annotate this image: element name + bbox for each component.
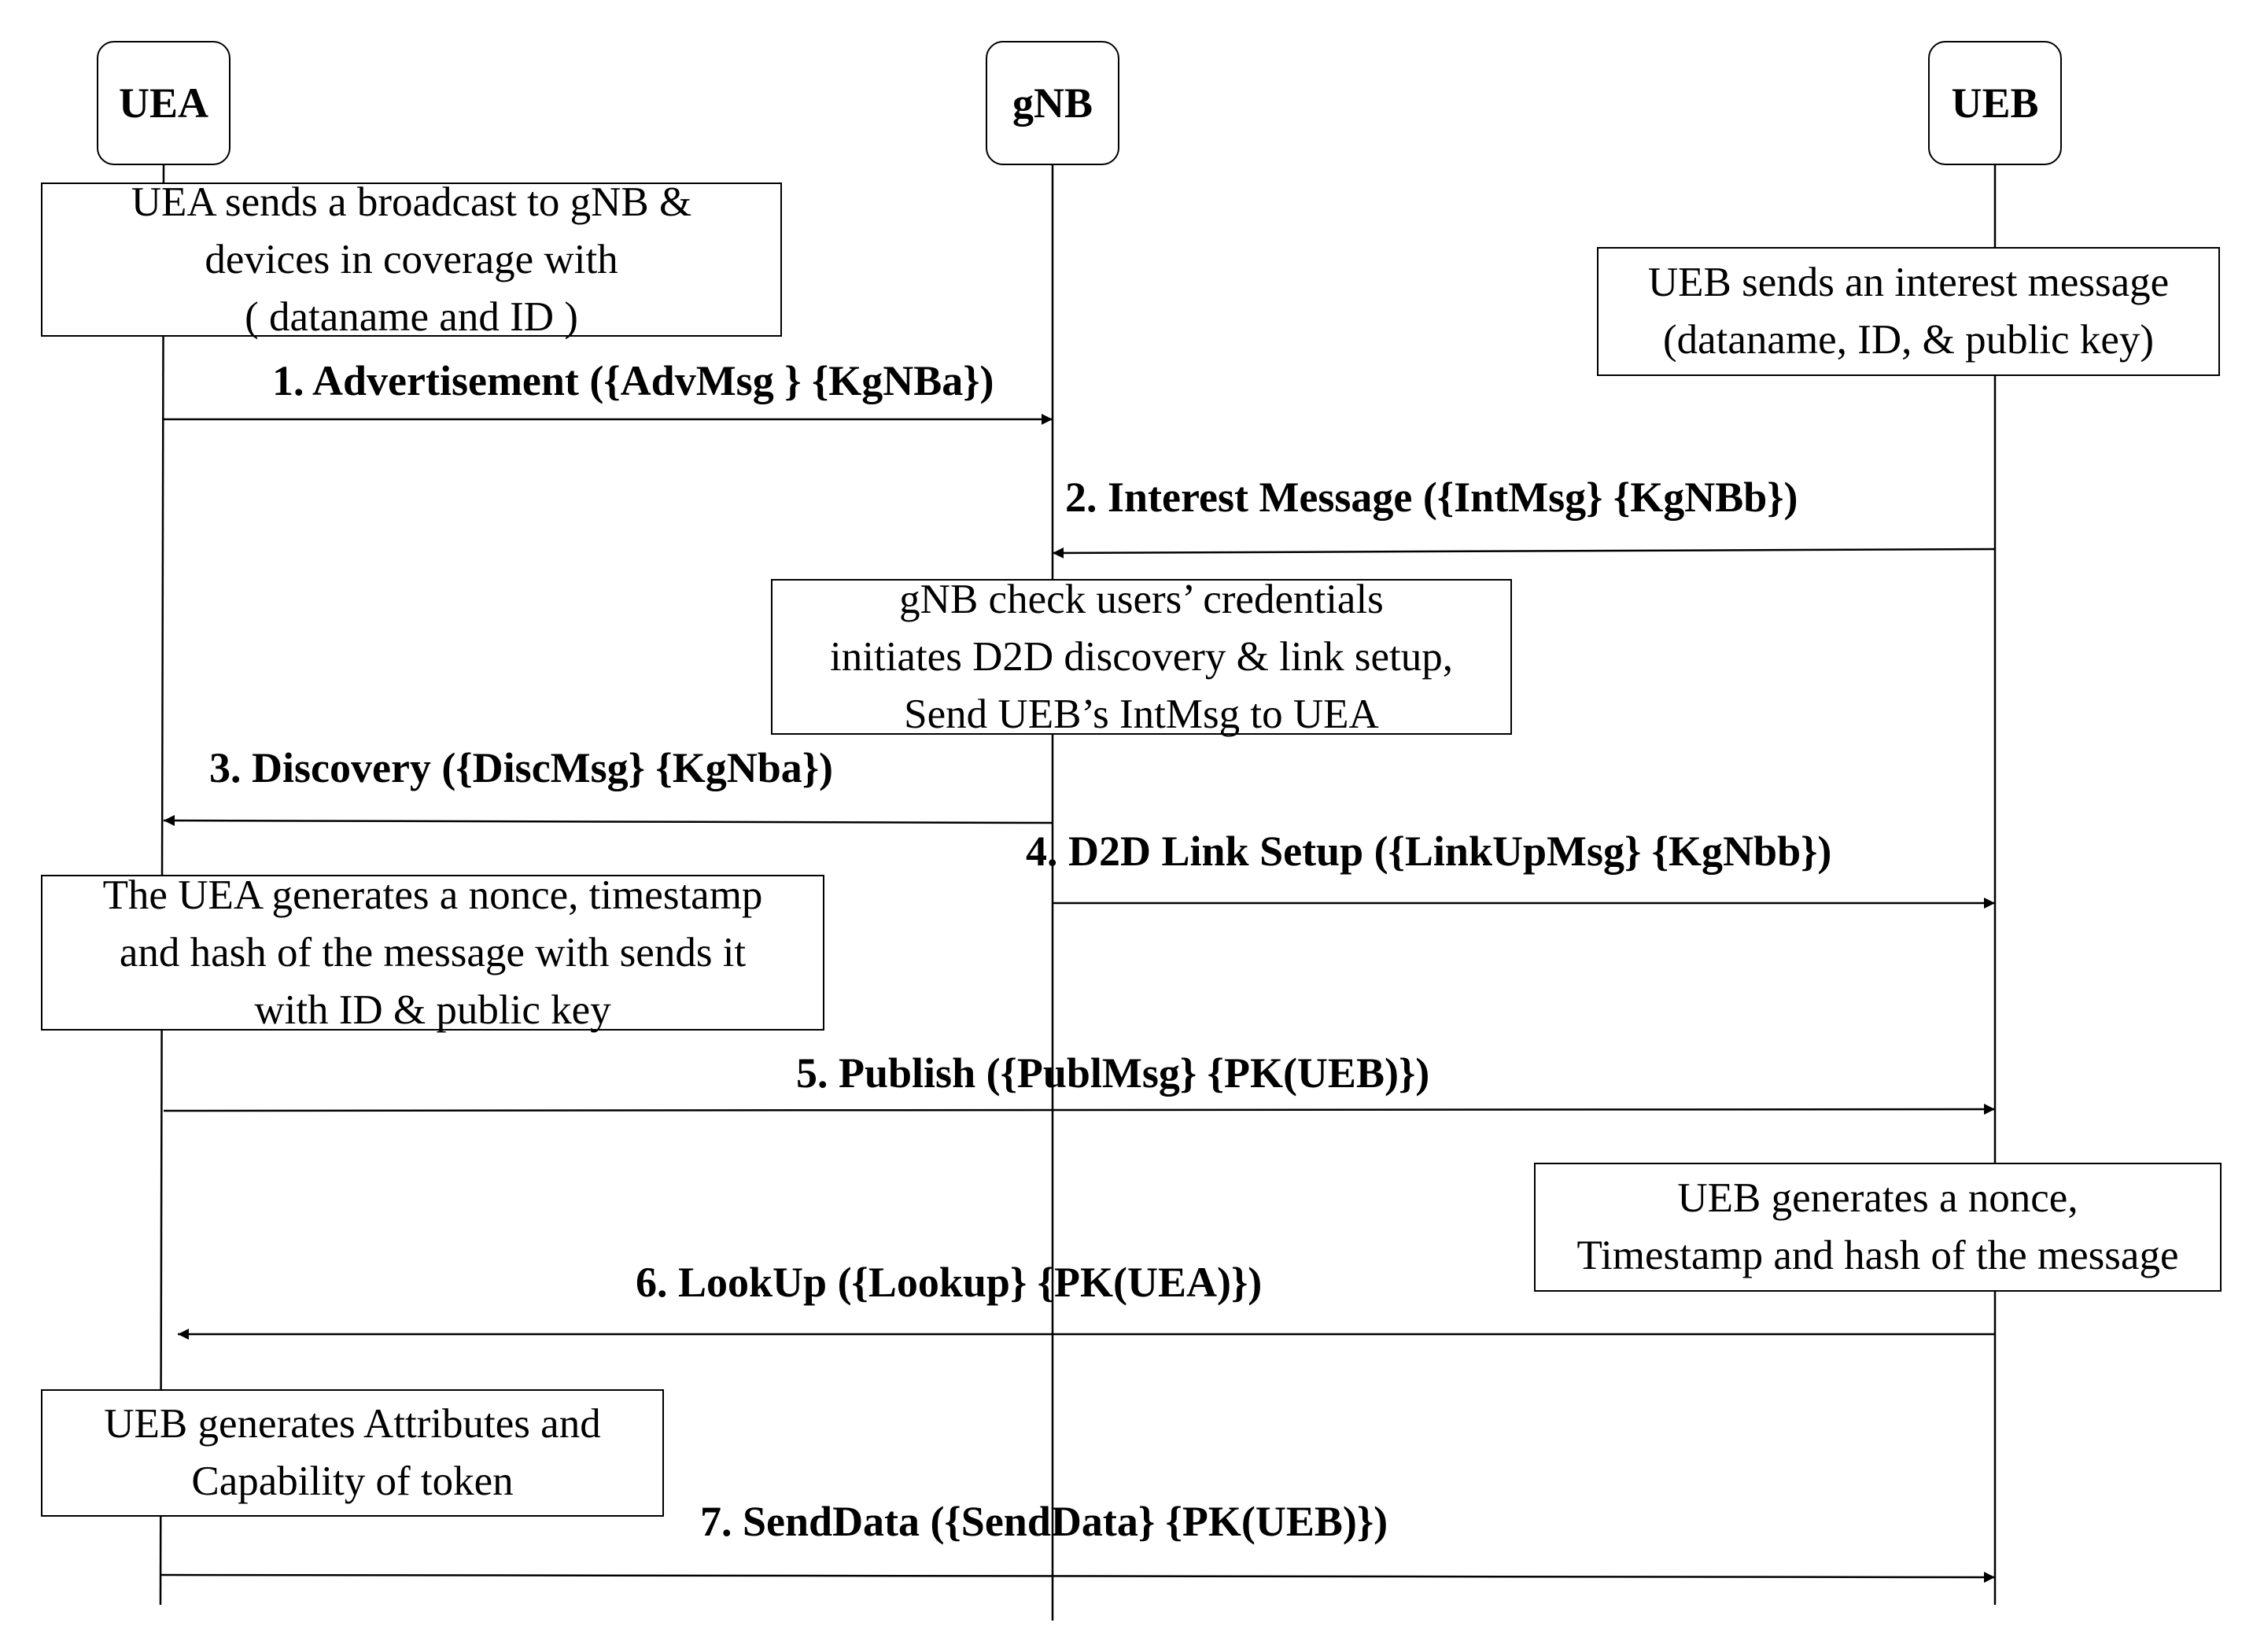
message-7-label: 7. SendData ({SendData} {PK(UEB)}) [700, 1498, 1388, 1545]
message-5-label: 5. Publish ({PublMsg} {PK(UEB)}) [796, 1049, 1430, 1097]
actor-ueb: UEB [1928, 41, 2062, 165]
note-line: (dataname, ID, & public key) [1663, 317, 2154, 363]
note-line: UEB generates a nonce, [1677, 1175, 2078, 1221]
note-line: UEB generates Attributes and [104, 1401, 601, 1447]
note-line: UEA sends a broadcast to gNB & [131, 179, 692, 225]
note-ueb-generates: UEB generates a nonce, Timestamp and has… [1534, 1163, 2222, 1292]
note-line: devices in coverage with [205, 236, 618, 282]
arrow-7 [160, 1571, 1996, 1583]
note-line: Capability of token [191, 1458, 514, 1504]
note-ueb-interest: UEB sends an interest message (dataname,… [1597, 247, 2220, 376]
message-6-label: 6. LookUp ({Lookup} {PK(UEA)}) [636, 1259, 1263, 1306]
note-line: Send UEB’s IntMsg to UEA [904, 691, 1379, 737]
arrow-5 [163, 1104, 1996, 1115]
note-line: initiates D2D discovery & link setup, [830, 633, 1453, 680]
note-gnb-check: gNB check users’ credentials initiates D… [771, 577, 1512, 737]
note-uea-generates: The UEA generates a nonce, timestamp and… [41, 872, 824, 1033]
note-line: UEB sends an interest message [1647, 260, 2170, 305]
note-line: gNB check users’ credentials [899, 576, 1384, 622]
actor-gnb: gNB [986, 41, 1119, 165]
note-line: The UEA generates a nonce, timestamp [102, 872, 763, 918]
message-1-label: 1. Advertisement ({AdvMsg } {KgNBa}) [272, 357, 994, 404]
message-3-label: 3. Discovery ({DiscMsg} {KgNba}) [209, 744, 833, 791]
note-line: and hash of the message with sends it [119, 929, 747, 975]
note-line: Timestamp and hash of the message [1576, 1233, 2179, 1278]
note-uea-broadcast: UEA sends a broadcast to gNB & devices i… [41, 179, 782, 340]
message-2-label: 2. Interest Message ({IntMsg} {KgNBb}) [1065, 474, 1798, 521]
note-line: with ID & public key [254, 986, 611, 1033]
note-line: ( dataname and ID ) [245, 293, 578, 340]
actor-uea: UEA [97, 41, 230, 165]
arrow-3 [163, 815, 1053, 827]
note-ueb-attributes: UEB generates Attributes and Capability … [41, 1389, 664, 1517]
message-4-label: 4. D2D Link Setup ({LinkUpMsg} {KgNbb}) [1026, 828, 1832, 875]
arrow-2 [1052, 547, 1996, 559]
